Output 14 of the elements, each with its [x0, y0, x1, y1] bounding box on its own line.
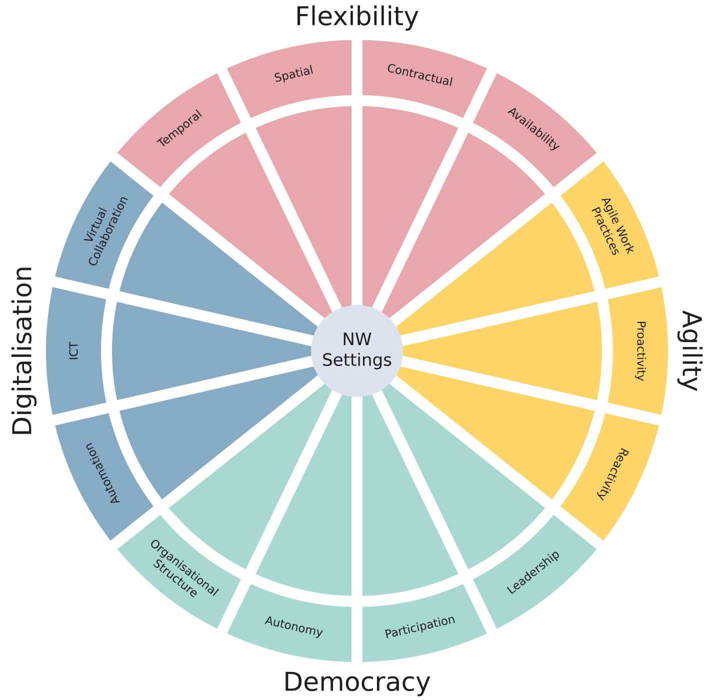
- ring-segment: Proactivity: [608, 287, 668, 415]
- category-label: Flexibility: [298, 5, 418, 31]
- ring-segment: ICT: [46, 287, 106, 415]
- pie-wedge: [362, 106, 458, 308]
- category-label: Digitalisation: [11, 268, 37, 434]
- pie-wedge: [256, 106, 352, 308]
- ring-segment: Spatial: [227, 40, 352, 118]
- pie-wedge: [402, 302, 602, 400]
- pie-wedge: [362, 394, 458, 596]
- category-label: Democracy: [286, 672, 430, 696]
- pie-wedge: [112, 302, 312, 400]
- category-label: Agility: [677, 310, 703, 392]
- node-label: Spatial: [274, 65, 313, 83]
- pie-wedge: [256, 394, 352, 596]
